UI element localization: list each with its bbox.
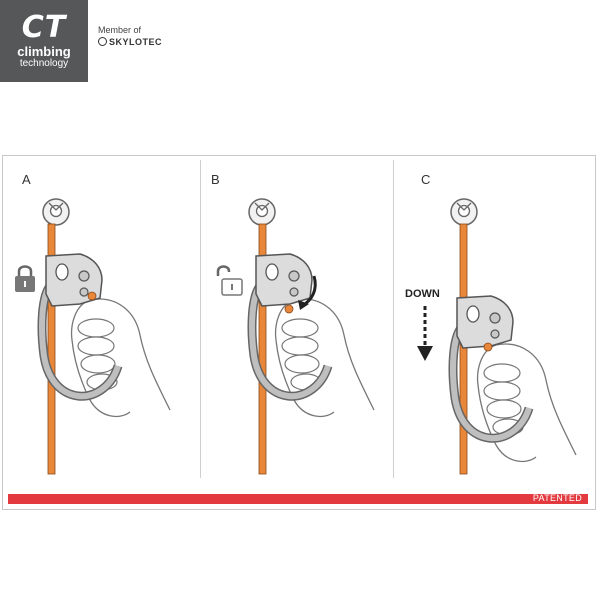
anchor-icon [248,198,276,226]
cam-lever-dot [87,291,97,301]
panel-a-label: A [22,172,31,187]
cam-lever-dot [483,342,493,352]
instruction-frame [2,155,596,510]
padlock-unlocked-icon [216,265,243,296]
rope [459,223,468,475]
skylotec-icon [98,37,107,46]
panel-divider [393,160,394,478]
panel-c-illustration [417,198,577,475]
anchor-icon [450,198,478,226]
panel-c-label: C [421,172,431,187]
hand-icon [476,343,577,463]
arrow-head-icon [298,300,309,310]
logo-text-climbing: climbing [17,44,71,59]
panel-b-illustration [216,198,375,475]
down-arrow-head-icon [417,346,433,361]
logo-text-technology: technology [19,58,69,69]
anchor-icon [42,198,70,226]
member-of-label: Member of [98,25,142,35]
brand-logo: CT climbing technology [0,0,88,82]
rope [47,223,56,475]
patented-label: PATENTED [532,493,582,503]
patented-bar: PATENTED [8,493,588,504]
cam-lever-dot [284,304,294,314]
partner-logo: SKYLOTEC [98,37,162,47]
rope [258,223,267,475]
panel-divider [200,160,201,478]
partner-name: SKYLOTEC [109,37,163,47]
direction-label: DOWN [405,288,440,300]
padlock-locked-icon [15,265,35,292]
logo-mark: CT [21,10,67,45]
panel-b-label: B [211,172,220,187]
panel-a-illustration [15,198,171,475]
